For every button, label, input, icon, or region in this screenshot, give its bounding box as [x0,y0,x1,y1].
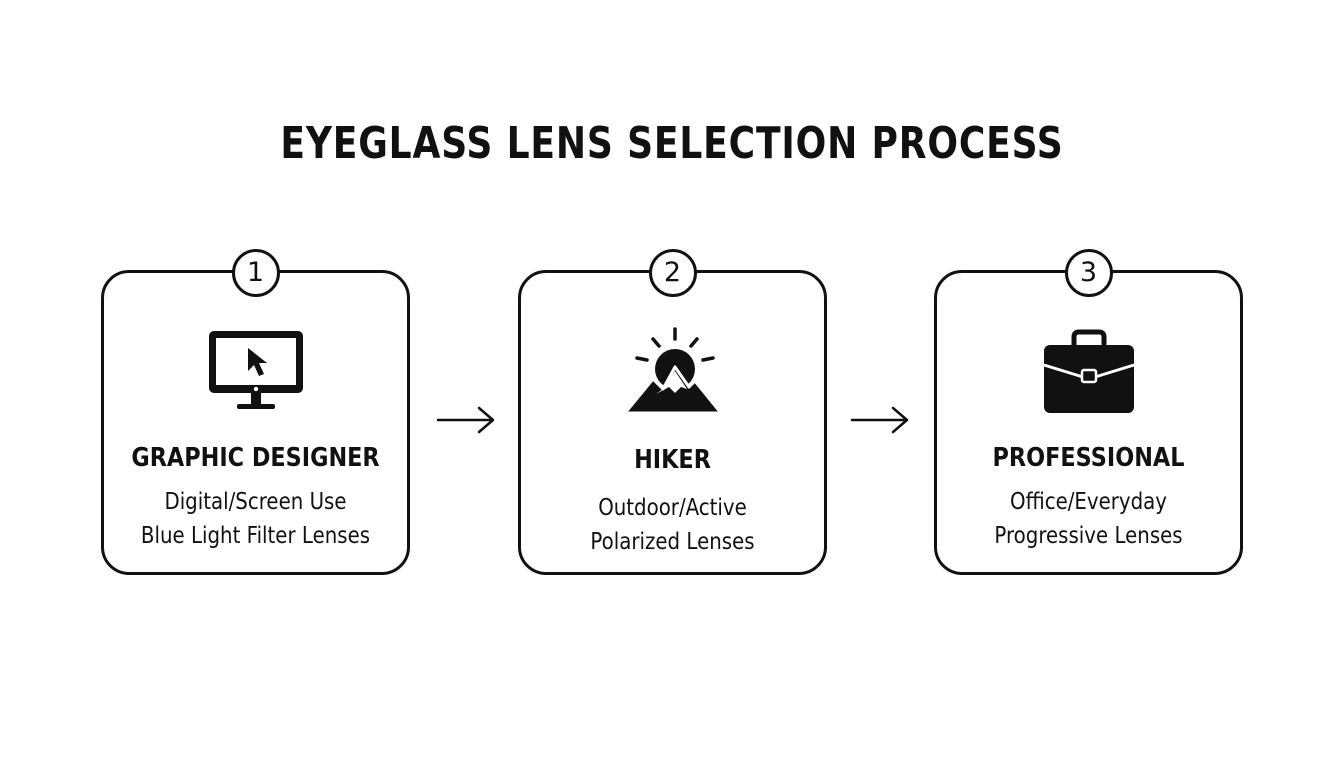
right-arrow-icon [850,404,910,436]
sun-mountain-icon [623,325,723,421]
step-usage: Outdoor/Active [598,495,747,521]
step-title: PROFESSIONAL [992,443,1185,473]
step-usage: Office/Everyday [1009,489,1168,515]
step-title: HIKER [634,445,711,475]
step-number-badge: 3 [1064,249,1113,297]
step-lens-type: Blue Light Filter Lenses [140,523,371,549]
step-card-hiker: 2 HIKER Outdoor/Active Polarized Lenses [518,249,827,575]
step-card-graphic-designer: 1 GRAPHIC DESIGNER Digital/Screen Use Bl… [101,249,410,575]
step-lens-type: Polarized Lenses [590,529,755,555]
step-usage: Digital/Screen Use [164,489,347,515]
monitor-cursor-icon [206,325,306,421]
step-card-professional: 3 PROFESSIONAL Office/Everyday Progressi… [934,249,1243,575]
page-title: EYEGLASS LENS SELECTION PROCESS [280,118,1064,169]
step-title: GRAPHIC DESIGNER [131,443,380,473]
step-lens-type: Progressive Lenses [994,523,1183,549]
briefcase-icon [1039,325,1139,421]
right-arrow-icon [436,404,496,436]
step-number-badge: 1 [231,249,280,297]
step-number-badge: 2 [648,249,697,297]
